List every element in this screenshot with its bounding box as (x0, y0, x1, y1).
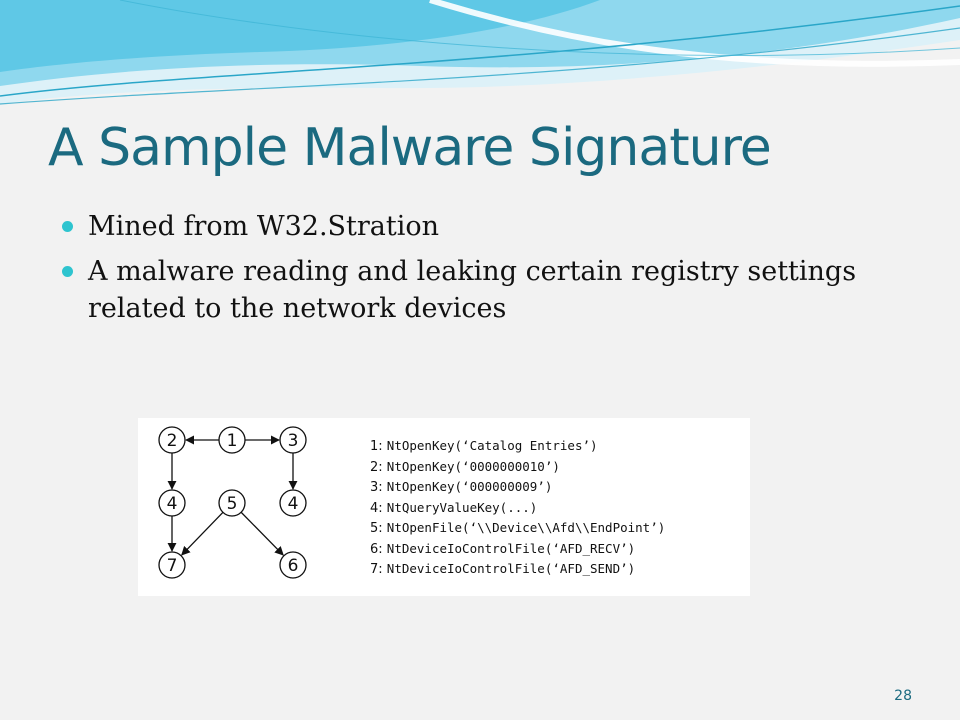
bullet-list: Mined from W32.Stration A malware readin… (60, 208, 920, 335)
graph-node-label: 4 (288, 494, 299, 514)
call-number: 3: (370, 480, 383, 495)
call-text: NtOpenKey(‘0000000010’) (386, 458, 560, 474)
call-text: NtDeviceIoControlFile(‘AFD_RECV’) (386, 540, 636, 556)
wave-line-1 (0, 5, 960, 97)
bullet-item: A malware reading and leaking certain re… (60, 253, 920, 327)
graph-node-label: 1 (227, 431, 238, 451)
graph-edge (240, 511, 284, 556)
graph-node-label: 4 (167, 494, 178, 514)
wave-band-dark (0, 0, 600, 72)
call-line: 2: NtOpenKey(‘0000000010’) (370, 457, 665, 478)
signature-figure: 2 1 3 4 5 4 7 6 1: NtOpenKey(‘Catalog Entries’)… (138, 418, 750, 596)
graph-node (218, 426, 246, 454)
call-text: NtOpenKey(‘000000009’) (386, 479, 553, 494)
graph-node (279, 551, 307, 579)
slide-title: A Sample Malware Signature (48, 118, 772, 178)
call-line: 6: NtDeviceIoControlFile(‘AFD_RECV’) (370, 539, 665, 560)
call-line: 7: NtDeviceIoControlFile(‘AFD_SEND’) (370, 559, 665, 580)
dependency-graph: 2 1 3 4 5 4 7 6 (158, 426, 307, 579)
page-number: 28 (894, 688, 912, 704)
call-number: 7: (370, 562, 383, 577)
graph-node (158, 489, 186, 517)
call-line: 1: NtOpenKey(‘Catalog Entries’) (370, 436, 665, 457)
graph-node (158, 551, 186, 579)
graph-node-label: 3 (288, 431, 299, 451)
bullet-item: Mined from W32.Stration (60, 208, 920, 245)
graph-node (279, 426, 307, 454)
graph-edge (181, 511, 224, 556)
call-number: 2: (370, 459, 383, 475)
call-line: 3: NtOpenKey(‘000000009’) (370, 477, 665, 498)
call-text: NtOpenFile(‘\\Device\\Afd\\EndPoint’) (386, 520, 666, 535)
graph-node (218, 489, 246, 517)
wave-highlight (429, 0, 960, 67)
call-text: NtQueryValueKey(...) (386, 499, 538, 515)
call-text: NtDeviceIoControlFile(‘AFD_SEND’) (386, 561, 636, 576)
wave-line-3 (119, 0, 960, 56)
graph-nodes: 2 1 3 4 5 4 7 6 (158, 426, 307, 579)
call-text: NtOpenKey(‘Catalog Entries’) (386, 438, 598, 453)
call-line: 4: NtQueryValueKey(...) (370, 498, 665, 519)
wave-line-2 (0, 27, 960, 105)
graph-node (279, 489, 307, 517)
graph-edges (167, 435, 298, 556)
call-number: 5: (370, 521, 383, 536)
system-call-list: 1: NtOpenKey(‘Catalog Entries’) 2: NtOpe… (370, 436, 665, 580)
graph-node-label: 6 (288, 556, 299, 576)
call-number: 6: (370, 541, 383, 557)
call-number: 1: (370, 439, 383, 454)
header-wave-decoration (0, 0, 960, 105)
graph-node-label: 7 (167, 556, 178, 576)
graph-node (158, 426, 186, 454)
graph-node-label: 5 (227, 494, 238, 514)
graph-node-label: 2 (167, 431, 178, 451)
call-line: 5: NtOpenFile(‘\\Device\\Afd\\EndPoint’) (370, 518, 665, 539)
call-number: 4: (370, 500, 383, 516)
